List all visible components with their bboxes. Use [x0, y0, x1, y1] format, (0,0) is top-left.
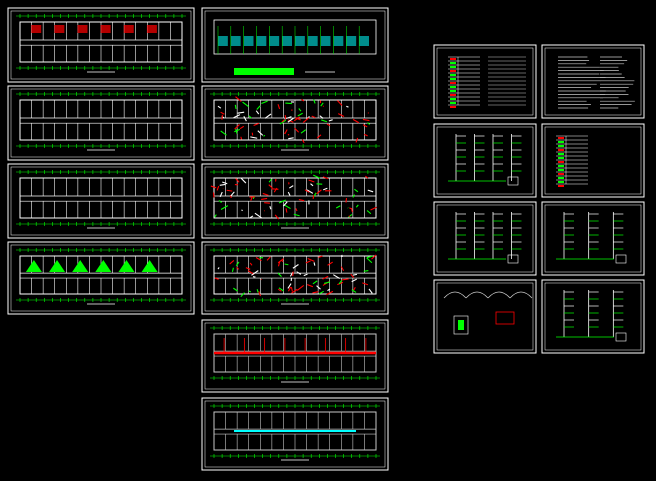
sheet-riser-3	[541, 201, 645, 276]
sheet-elevation	[201, 7, 389, 83]
sheet-floorplan-1	[7, 7, 195, 83]
sheet-details	[433, 279, 537, 354]
sheet-legend-table	[433, 44, 537, 119]
sheet-table-2	[541, 123, 645, 198]
sheet-plumbing-plan-1	[201, 85, 389, 161]
sheet-plumbing-plan-3	[201, 241, 389, 315]
sheet-pipe-plan	[201, 319, 389, 393]
drawing-sheets	[7, 7, 645, 471]
sheet-floorplan-2	[7, 85, 195, 161]
sheet-plumbing-plan-2	[201, 163, 389, 239]
sheet-floorplan-3	[7, 163, 195, 239]
sheet-riser-2	[433, 201, 537, 276]
sheet-floorplan-4	[7, 241, 195, 315]
sheet-roof-plan	[201, 397, 389, 471]
sheet-riser-1	[433, 123, 537, 198]
sheet-riser-4	[541, 279, 645, 354]
sheet-notes	[541, 44, 645, 119]
